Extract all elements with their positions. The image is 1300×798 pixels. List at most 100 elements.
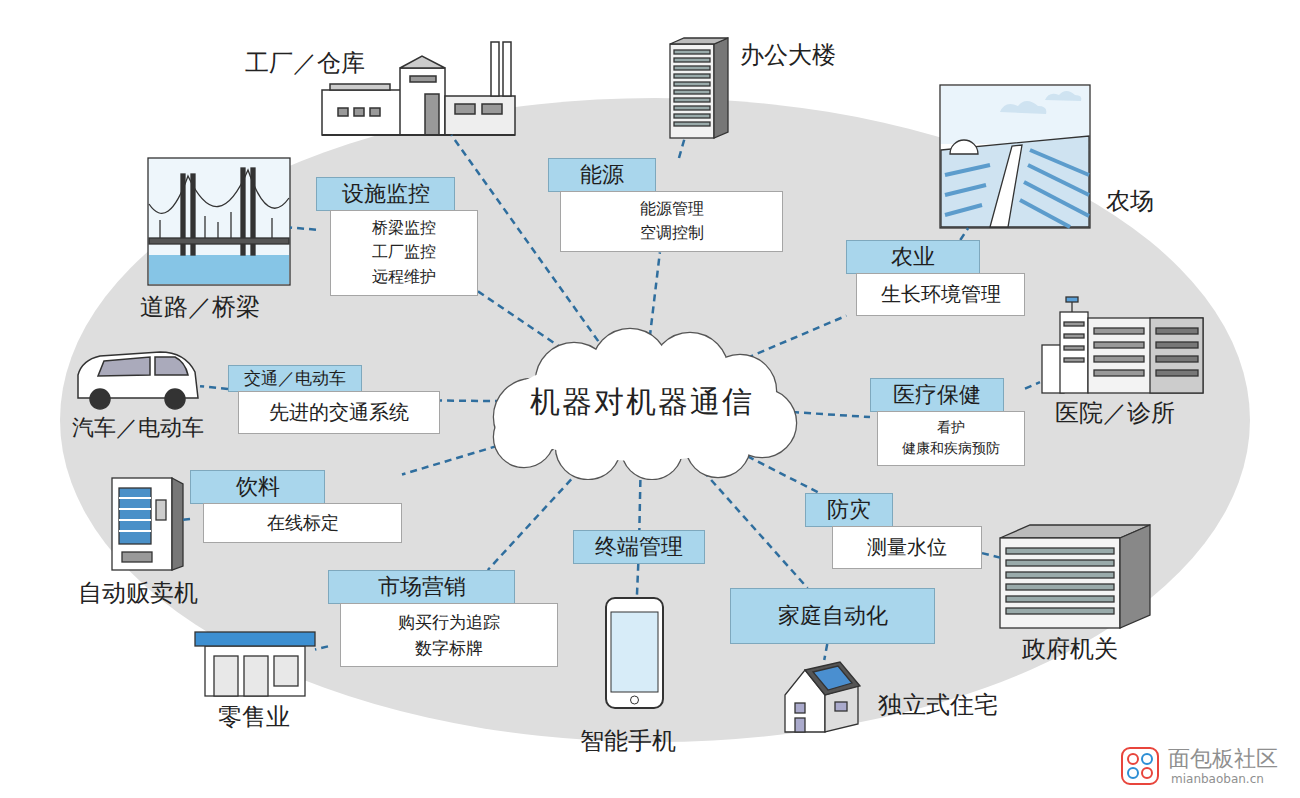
- category-detail: 能源管理 空调控制: [640, 197, 704, 247]
- farm-picture: [941, 136, 1089, 227]
- hospital-picture: [1066, 297, 1078, 302]
- backdrop-ellipse: [60, 98, 1250, 742]
- heading-band: 医疗保健: [870, 378, 1004, 412]
- government-building-picture: [1006, 548, 1114, 554]
- factory-picture: [338, 108, 348, 116]
- government-building-picture: [1000, 525, 1150, 628]
- category-heading: 交通／电动车: [244, 367, 346, 390]
- heading-band: 交通／电动车: [228, 365, 362, 392]
- farm-picture: [945, 205, 982, 215]
- government-building-picture: [1120, 525, 1150, 628]
- watermark-logo: [1142, 768, 1152, 778]
- bridge-picture: [149, 255, 289, 284]
- watermark-logo: [1122, 748, 1158, 784]
- farm-picture: [945, 165, 990, 175]
- illustration: 零售业: [195, 630, 315, 698]
- bridge-picture: [149, 170, 289, 213]
- category-box: 市场营销购买行为追踪 数字标牌: [328, 570, 558, 667]
- shop-picture: [205, 646, 305, 696]
- heading-band: 设施监控: [316, 177, 455, 211]
- watermark-text: mianbaoban.cn: [1171, 772, 1264, 788]
- house-picture: [805, 662, 860, 695]
- illustration: 政府机关: [1000, 525, 1150, 628]
- vending-machine-picture: [112, 478, 172, 570]
- shop-picture: [244, 656, 268, 696]
- detail-panel: 测量水位: [832, 526, 982, 569]
- hospital-picture: [1094, 342, 1144, 348]
- hospital-picture: [1156, 356, 1198, 362]
- category-box: 设施监控桥梁监控 工厂监控 远程维护: [316, 177, 478, 296]
- hub-text: 机器对机器通信: [530, 382, 754, 423]
- vending-machine-picture: [119, 508, 151, 510]
- office-tower-picture: [670, 44, 714, 138]
- hospital-picture: [1064, 334, 1084, 338]
- office-tower-picture: [674, 122, 710, 126]
- office-tower-picture: [674, 114, 710, 118]
- category-detail: 先进的交通系统: [269, 397, 409, 428]
- farm-picture: [941, 86, 1089, 144]
- heading-band: 防灾: [805, 493, 893, 527]
- category-box: 家庭自动化: [730, 588, 935, 644]
- factory-picture: [354, 108, 364, 116]
- illustration: 独立式住宅: [775, 660, 860, 732]
- category-heading: 防灾: [827, 495, 871, 525]
- office-tower-picture: [674, 90, 710, 94]
- government-building-picture: [1006, 572, 1114, 578]
- dashed-connector: [736, 316, 847, 363]
- factory-picture: [482, 104, 502, 114]
- vending-machine-picture: [119, 488, 151, 544]
- smartphone-picture: [606, 598, 663, 708]
- watermark-logo: [1142, 754, 1152, 764]
- category-detail: 测量水位: [867, 532, 947, 563]
- vending-machine-picture: [119, 519, 151, 521]
- illustration-label: 零售业: [218, 702, 290, 733]
- hospital-picture: [1156, 370, 1198, 376]
- farm-picture: [940, 85, 1090, 228]
- car-picture: [98, 357, 150, 376]
- category-heading: 医疗保健: [893, 380, 981, 410]
- hospital-picture: [1094, 328, 1144, 334]
- car-picture: [90, 389, 110, 409]
- house-picture: [795, 718, 805, 732]
- dashed-connector: [960, 228, 968, 240]
- car-picture: [78, 352, 198, 409]
- hospital-picture: [1156, 328, 1198, 334]
- factory-picture: [322, 90, 402, 135]
- category-heading: 农业: [891, 242, 935, 272]
- illustration: 自动贩卖机: [112, 478, 183, 570]
- factory-picture: [455, 104, 475, 114]
- smartphone-picture: [606, 598, 663, 708]
- category-box: 饮料在线标定: [190, 470, 402, 543]
- vending-machine-picture: [156, 500, 166, 520]
- bridge-picture: [148, 158, 290, 285]
- government-building-picture: [1006, 584, 1114, 590]
- house-picture: [835, 702, 847, 711]
- office-tower-picture: [674, 58, 710, 62]
- office-tower-picture: [670, 38, 728, 44]
- office-tower-picture: [714, 38, 728, 138]
- bridge-picture: [271, 218, 272, 238]
- smartphone-picture: [631, 696, 639, 704]
- smartphone-picture: [611, 612, 658, 692]
- hospital-picture: [1088, 318, 1203, 393]
- bridge-picture: [148, 158, 290, 285]
- government-building-picture: [1000, 538, 1120, 628]
- category-heading: 饮料: [236, 472, 280, 502]
- hospital-picture: [1060, 312, 1088, 393]
- farm-picture: [1024, 182, 1089, 216]
- dashed-connector: [200, 386, 228, 389]
- office-tower-picture: [674, 82, 710, 86]
- illustration-label: 农场: [1106, 186, 1154, 217]
- vending-machine-picture: [172, 478, 183, 570]
- illustration-label: 办公大楼: [740, 40, 836, 71]
- factory-picture: [491, 42, 499, 96]
- illustration: 医院／诊所: [1040, 300, 1205, 393]
- factory-picture: [425, 94, 439, 135]
- illustration: 农场: [940, 85, 1090, 228]
- cloud-hub: 机器对机器通信: [462, 325, 822, 480]
- farm-picture: [950, 140, 978, 154]
- dashed-connector: [290, 227, 316, 229]
- dashed-connector: [824, 644, 827, 660]
- hospital-picture: [1042, 297, 1203, 393]
- hospital-picture: [1094, 356, 1144, 362]
